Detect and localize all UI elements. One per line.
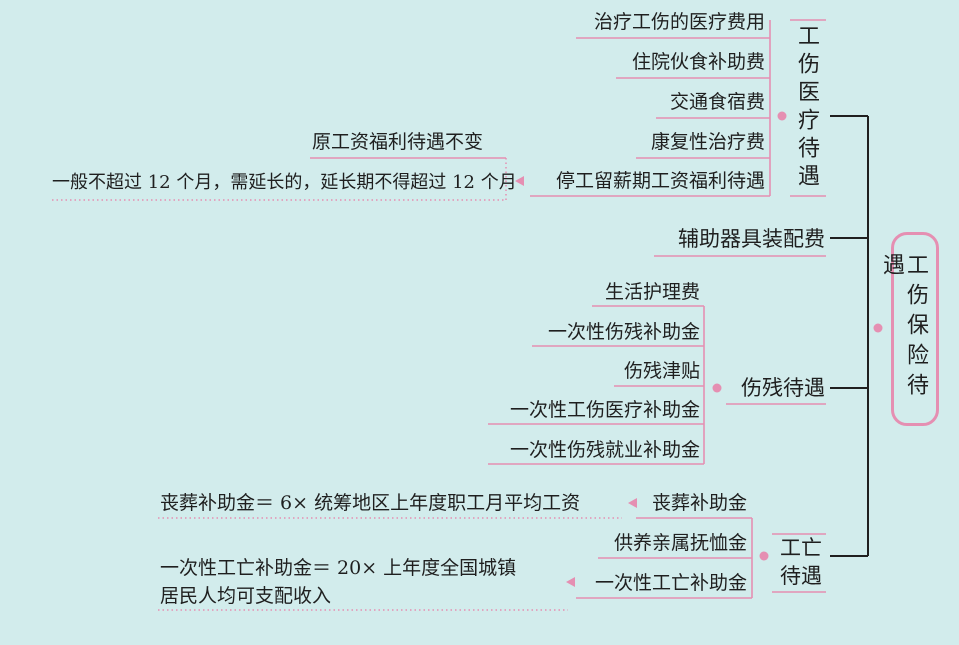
death-branch-label: 工亡待遇 xyxy=(780,536,822,588)
disability-item-3: 伤残津贴 xyxy=(623,360,700,382)
dot-disability xyxy=(712,383,722,393)
death-item-3: 一次性工亡补助金 xyxy=(594,572,747,594)
death-lump-note-line2: 居民人均可支配收入 xyxy=(160,585,332,607)
disability-item-1: 生活护理费 xyxy=(604,281,700,303)
medical-branch-label: 工伤医疗待遇 xyxy=(794,24,819,192)
dot-medical xyxy=(777,111,787,121)
medical-item-2: 住院伙食补助费 xyxy=(631,51,765,73)
medical-pay-note: 原工资福利待遇不变 xyxy=(312,131,484,153)
death-item-2: 供养亲属抚恤金 xyxy=(613,532,747,554)
devices-branch-label: 辅助器具装配费 xyxy=(678,227,825,251)
medical-item-5: 停工留薪期工资福利待遇 xyxy=(555,170,765,192)
dot-death xyxy=(759,551,769,561)
medical-item-1: 治疗工伤的医疗费用 xyxy=(593,11,765,33)
root-label: 工伤保险待遇 xyxy=(879,253,928,403)
death-item-1: 丧葬补助金 xyxy=(651,492,747,514)
disability-branch-label: 伤残待遇 xyxy=(741,376,825,400)
arrow-period-note xyxy=(515,176,524,186)
disability-item-5: 一次性伤残就业补助金 xyxy=(509,439,700,461)
disability-item-4: 一次性工伤医疗补助金 xyxy=(509,399,700,421)
arrow-lump-note xyxy=(566,577,575,587)
medical-item-3: 交通食宿费 xyxy=(669,91,765,113)
dot-root xyxy=(873,323,883,333)
root-node: 工伤保险待遇 xyxy=(879,232,939,426)
medical-item-4: 康复性治疗费 xyxy=(650,131,765,153)
disability-item-2: 一次性伤残补助金 xyxy=(547,321,700,343)
medical-period-note: 一般不超过 12 个月，需延长的，延长期不得超过 12 个月 xyxy=(52,172,517,193)
death-funeral-note: 丧葬补助金＝ 6× 统筹地区上年度职工月平均工资 xyxy=(160,492,581,514)
death-lump-note-line1: 一次性工亡补助金＝ 20× 上年度全国城镇 xyxy=(160,557,517,579)
arrow-funeral-note xyxy=(628,498,637,508)
